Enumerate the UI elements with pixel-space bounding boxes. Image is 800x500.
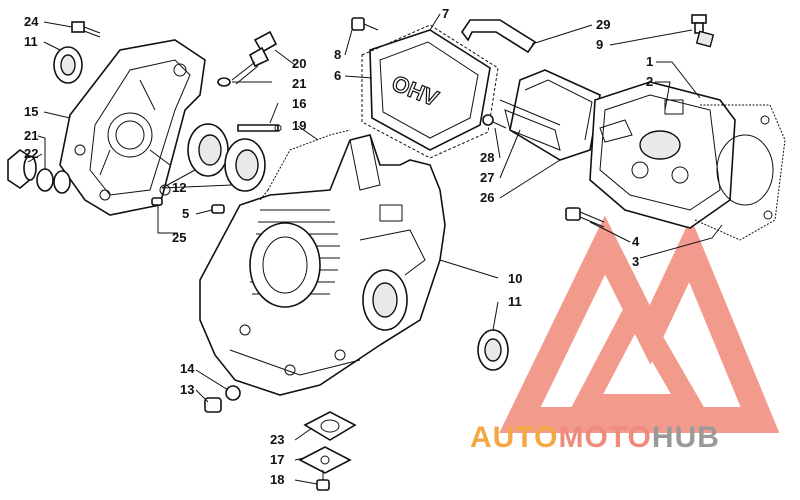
o-ring-left: [36, 168, 54, 192]
callout-15: 15: [24, 104, 38, 119]
cylinder-head: [589, 81, 736, 229]
head-bolt: [565, 207, 605, 228]
governor-arm: [231, 30, 278, 85]
drain-plug: [204, 385, 241, 413]
case-gasket: [259, 129, 351, 201]
callout-18: 18: [270, 472, 284, 487]
watermark-logo: [499, 215, 780, 433]
washer-21: [217, 77, 231, 87]
logo-triangle-outer: [499, 215, 780, 433]
head-gasket: [694, 104, 786, 241]
callout-11-lower: 11: [508, 294, 522, 309]
callout-11-upper: 11: [24, 34, 38, 49]
breather-gasket: [303, 411, 357, 441]
callout-17: 17: [270, 452, 284, 467]
valve-screw: [482, 114, 507, 129]
callout-9: 9: [596, 37, 603, 52]
callout-28: 28: [480, 150, 494, 165]
callout-26: 26: [480, 190, 494, 205]
oil-seal-upper: [53, 46, 83, 84]
valve-cover-gasket: [361, 24, 499, 159]
brand-moto: MOTO: [558, 421, 651, 454]
callout-24: 24: [24, 14, 39, 29]
crankcase-cover: [59, 39, 206, 216]
valve-cover-bolt: [351, 17, 379, 31]
brand-hub: HUB: [652, 421, 720, 454]
callout-labels: 24 11 15 21 22 25 20 21 16 19 12 5 10 11…: [24, 6, 653, 487]
callout-22: 22: [24, 146, 38, 161]
callout-3: 3: [632, 254, 639, 269]
callout-1: 1: [646, 54, 653, 69]
callout-19: 19: [292, 118, 306, 133]
logo-triangle-inner: [566, 287, 710, 416]
callout-13: 13: [180, 382, 194, 397]
callout-5: 5: [182, 206, 189, 221]
dowel-pin-case: [211, 204, 225, 214]
callout-4: 4: [632, 234, 640, 249]
callout-21-upper: 21: [292, 76, 306, 91]
breather-bolt: [316, 470, 330, 491]
callout-25: 25: [172, 230, 186, 245]
oil-seal-lower: [477, 329, 509, 371]
crankcase-block: [199, 134, 446, 396]
spark-plug: [691, 14, 715, 48]
cover-bolt: [71, 21, 101, 38]
callout-29: 29: [596, 17, 610, 32]
valve-cover: OHV: [369, 29, 491, 151]
bearing-front: [187, 123, 229, 177]
breather-plate: [298, 446, 352, 474]
callout-10: 10: [508, 271, 522, 286]
callout-21-left: 21: [24, 128, 38, 143]
callout-7: 7: [442, 6, 449, 21]
callout-20: 20: [292, 56, 306, 71]
leader-lines: [27, 13, 723, 485]
callout-16: 16: [292, 96, 306, 111]
callout-6: 6: [334, 68, 341, 83]
bearing-rear: [224, 138, 266, 192]
callout-8: 8: [334, 47, 341, 62]
brand-auto: AUTO: [470, 421, 558, 454]
oil-filler-plug: [7, 149, 37, 189]
callout-27: 27: [480, 170, 494, 185]
governor-shaft: [237, 124, 282, 132]
callout-23: 23: [270, 432, 284, 447]
watermark-brand: AUTOMOTOHUB: [470, 421, 720, 454]
breather-hose: [461, 19, 537, 54]
callout-12: 12: [172, 180, 186, 195]
rocker-box: [499, 69, 601, 161]
callout-2: 2: [646, 74, 653, 89]
callout-14: 14: [180, 361, 195, 376]
dowel-pin-left: [151, 197, 163, 206]
